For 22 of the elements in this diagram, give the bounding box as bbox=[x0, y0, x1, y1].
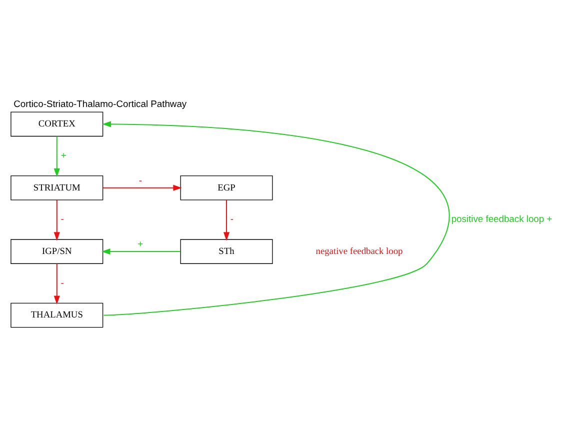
node-box: IGP/SN bbox=[10, 239, 104, 264]
label: negative feedback loop bbox=[316, 247, 403, 258]
edge-label: + bbox=[60, 150, 66, 160]
arrow bbox=[103, 184, 182, 191]
node-box: CORTEX bbox=[10, 112, 104, 137]
arrow bbox=[54, 264, 60, 305]
edge-label: - bbox=[60, 278, 64, 288]
arrow bbox=[54, 200, 60, 241]
node-box: THALAMUS bbox=[10, 302, 104, 328]
edge-label: - bbox=[60, 214, 64, 224]
arrow bbox=[102, 121, 449, 316]
arrow bbox=[54, 136, 60, 178]
arrow bbox=[101, 248, 180, 255]
node-box: STRIATUM bbox=[10, 175, 104, 200]
edge-label: positive feedback loop + bbox=[451, 214, 552, 224]
diagram-title: Cortico-Striato-Thalamo-Cortical Pathway bbox=[14, 98, 187, 109]
node-box: STh bbox=[180, 239, 273, 264]
node-box: EGP bbox=[180, 175, 273, 200]
edge-label: + bbox=[138, 239, 144, 249]
edge-label: - bbox=[138, 175, 142, 186]
edge-label: - bbox=[230, 214, 234, 224]
arrow bbox=[223, 200, 230, 241]
